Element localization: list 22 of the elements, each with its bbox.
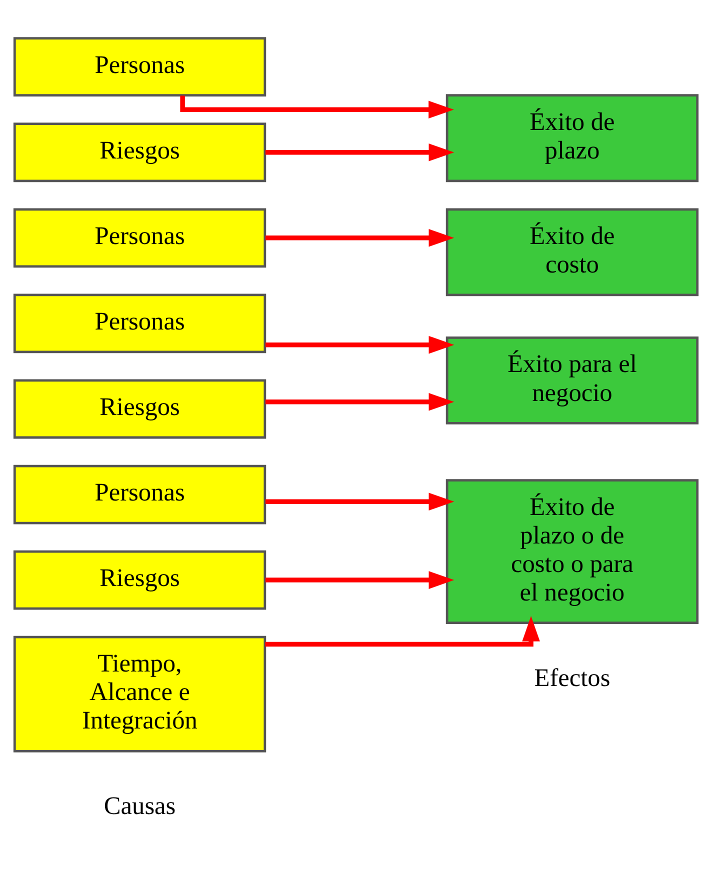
arrow: [265, 571, 454, 589]
node-box: Éxito de plazo: [446, 94, 699, 182]
arrow: [265, 492, 454, 511]
arrow: [265, 392, 454, 411]
arrow: [265, 336, 454, 354]
arrow: [265, 144, 454, 162]
node-box: Personas: [13, 37, 266, 97]
node-box: Éxito para el negocio: [446, 336, 699, 424]
node-box: Riesgos: [13, 379, 266, 439]
arrow: [180, 96, 454, 118]
node-box: Personas: [13, 294, 266, 354]
node-box: Personas: [13, 464, 266, 524]
label: Causas: [104, 792, 176, 820]
node-box: Riesgos: [13, 550, 266, 610]
arrow: [265, 616, 540, 647]
node-box: Tiempo, Alcance e Integración: [13, 636, 266, 752]
node-box: Éxito de plazo o de costo o para el negocio: [446, 479, 699, 624]
node-box: Personas: [13, 208, 266, 268]
node-box: Éxito de costo: [446, 208, 699, 296]
arrow: [265, 229, 454, 247]
label: Efectos: [534, 664, 610, 692]
node-box: Riesgos: [13, 122, 266, 182]
